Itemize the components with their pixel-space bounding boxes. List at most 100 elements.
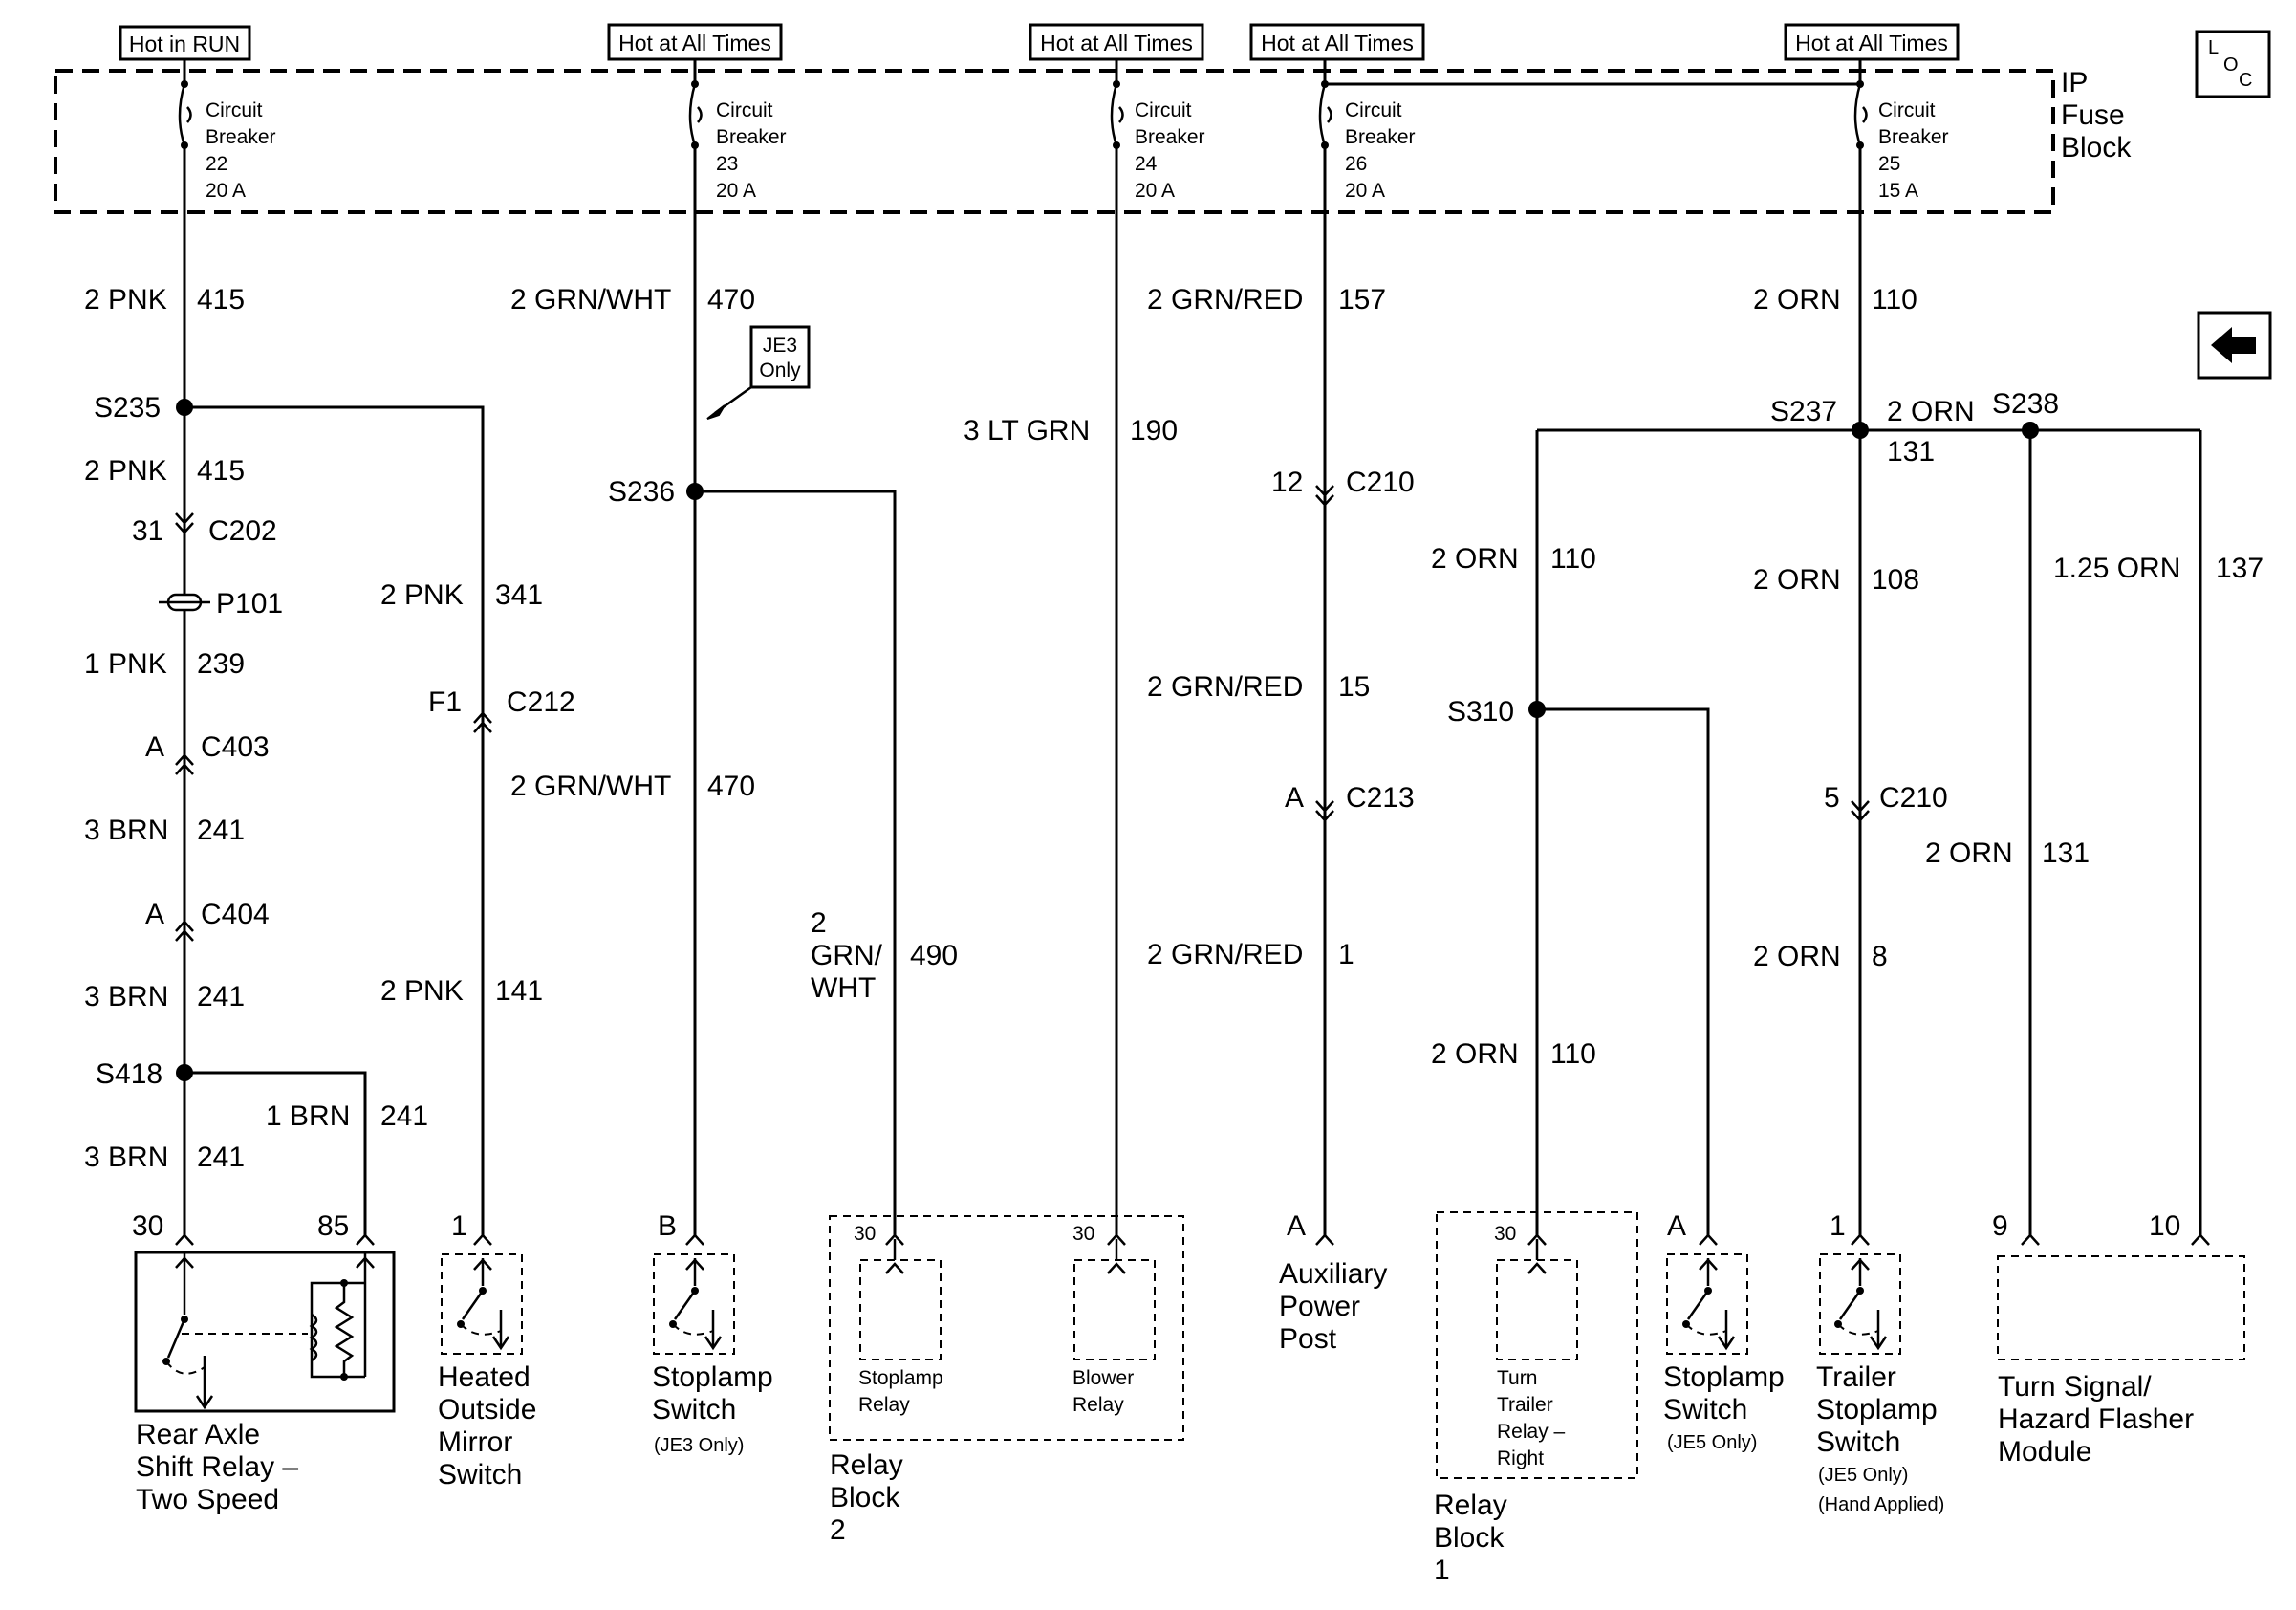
circuit-number-label: 157 bbox=[1338, 284, 1386, 315]
wire-color-label: 1 PNK bbox=[84, 648, 167, 680]
circuit-number-label: 131 bbox=[2042, 838, 2090, 869]
component-label: Shift Relay – bbox=[136, 1451, 298, 1483]
wire-color-label: 3 LT GRN bbox=[964, 415, 1090, 446]
connector-label: C210 bbox=[1346, 467, 1415, 498]
pin-label: 85 bbox=[317, 1210, 349, 1242]
breaker-label: Breaker bbox=[716, 126, 787, 148]
circuit-number-label: 470 bbox=[707, 284, 755, 315]
breaker-label: Breaker bbox=[1345, 126, 1416, 148]
wire-color-label: 2 GRN/WHT bbox=[510, 284, 671, 315]
circuit-number-label: 137 bbox=[2216, 553, 2264, 584]
component-label: Turn bbox=[1497, 1367, 1537, 1389]
circuit-breaker-25: Circuit Breaker 25 15 A bbox=[1853, 59, 1949, 202]
circuit-number-label: 8 bbox=[1872, 941, 1888, 972]
connector-label: C403 bbox=[201, 731, 270, 763]
wire-color-label: WHT bbox=[811, 972, 876, 1004]
component-label: (Hand Applied) bbox=[1818, 1494, 1944, 1515]
component-label: Switch bbox=[1663, 1394, 1747, 1425]
note-text: JE3 bbox=[763, 335, 797, 357]
power-label-hot-all-times-2: Hot at All Times bbox=[1029, 23, 1204, 61]
circuit-number-label: 239 bbox=[197, 648, 245, 680]
circuit-number-label: 241 bbox=[197, 981, 245, 1012]
fuse-block-label: Fuse bbox=[2061, 99, 2125, 131]
connector-label: C404 bbox=[201, 899, 270, 930]
loc-letter: O bbox=[2223, 54, 2239, 76]
rear-axle-shift-relay bbox=[134, 1251, 396, 1413]
breaker-number: 26 bbox=[1345, 153, 1367, 175]
p101-pass-through bbox=[159, 593, 210, 612]
component-label: Stoplamp bbox=[858, 1367, 943, 1389]
breaker-label: Circuit bbox=[1878, 99, 1936, 121]
wire-490 bbox=[695, 490, 897, 1235]
component-label: Trailer bbox=[1816, 1361, 1896, 1393]
wire-color-label: 2 ORN bbox=[1925, 838, 2013, 869]
wire-color-label: 2 PNK bbox=[380, 579, 464, 611]
wire-241-branch bbox=[184, 1071, 367, 1235]
breaker-amps: 15 A bbox=[1878, 180, 1918, 202]
pin-label: A bbox=[1287, 1210, 1306, 1242]
note-text: Only bbox=[759, 359, 801, 381]
connector-pin-label: F1 bbox=[428, 686, 462, 718]
splice-s237 bbox=[1852, 422, 1869, 439]
breaker-label: Breaker bbox=[1878, 126, 1949, 148]
circuit-number-label: 241 bbox=[197, 1142, 245, 1173]
wire-341 bbox=[184, 405, 485, 1235]
circuit-number-label: 110 bbox=[1550, 1038, 1596, 1070]
component-label: Turn Signal/ bbox=[1998, 1371, 2152, 1403]
wire-color-label: 2 ORN bbox=[1431, 1038, 1519, 1070]
relay-block-2: 30 30 Stoplamp Relay Blower Relay bbox=[829, 1215, 1184, 1441]
trailer-stoplamp-switch bbox=[1819, 1253, 1901, 1355]
wire-stoplamp-je5 bbox=[1537, 707, 1710, 1235]
power-label-text: Hot at All Times bbox=[618, 31, 771, 55]
wire-color-label: 2 ORN bbox=[1887, 396, 1975, 427]
connector-label: C202 bbox=[208, 515, 277, 547]
component-label: Relay bbox=[858, 1394, 910, 1416]
blower-relay bbox=[1073, 1259, 1156, 1360]
pin-label: B bbox=[658, 1210, 677, 1242]
pin-label: 1 bbox=[451, 1210, 467, 1242]
circuit-number-label: 110 bbox=[1872, 284, 1917, 315]
connector-label: C213 bbox=[1346, 782, 1415, 814]
connector-pin-label: A bbox=[145, 899, 164, 930]
component-label: Two Speed bbox=[136, 1484, 279, 1515]
component-label: Switch bbox=[1816, 1426, 1900, 1458]
wire-color-label: 3 BRN bbox=[84, 981, 168, 1012]
wire-color-label: GRN/ bbox=[811, 940, 883, 971]
turn-trailer-relay-right bbox=[1496, 1259, 1578, 1360]
wire-color-label: 2 PNK bbox=[380, 975, 464, 1007]
connector-label: P101 bbox=[216, 588, 283, 620]
component-label: Stoplamp bbox=[1663, 1361, 1785, 1393]
breaker-number: 24 bbox=[1135, 153, 1158, 175]
circuit-number-label: 131 bbox=[1887, 436, 1935, 468]
circuit-number-label: 341 bbox=[495, 579, 543, 611]
connector-pin-label: 31 bbox=[132, 515, 163, 547]
splice-label: S238 bbox=[1992, 388, 2059, 420]
left-arrow-icon[interactable] bbox=[2197, 311, 2272, 380]
wire-color-label: 1 BRN bbox=[266, 1100, 350, 1132]
wire-color-label: 1.25 ORN bbox=[2053, 553, 2180, 584]
circuit-breaker-22: Circuit Breaker 22 20 A bbox=[178, 59, 276, 202]
circuit-number-label: 190 bbox=[1130, 415, 1178, 446]
heated-mirror-switch bbox=[441, 1253, 523, 1355]
component-label: Switch bbox=[438, 1459, 522, 1490]
breaker-number: 25 bbox=[1878, 153, 1900, 175]
wire-color-label: 2 GRN/RED bbox=[1147, 939, 1303, 970]
splice-label: S237 bbox=[1770, 396, 1837, 427]
component-label: (JE5 Only) bbox=[1818, 1465, 1908, 1486]
component-label: 2 bbox=[830, 1514, 846, 1546]
component-label: Outside bbox=[438, 1394, 536, 1425]
wire-color-label: 2 PNK bbox=[84, 455, 167, 487]
circuit-number-label: 415 bbox=[197, 455, 245, 487]
location-icon[interactable]: L O C bbox=[2195, 30, 2271, 98]
wire-color-label: 2 ORN bbox=[1431, 543, 1519, 575]
circuit-number-label: 15 bbox=[1338, 671, 1370, 703]
component-label: 1 bbox=[1434, 1555, 1450, 1586]
circuit-number-label: 110 bbox=[1550, 543, 1596, 575]
component-label: Block bbox=[1434, 1522, 1505, 1554]
pin-label: 1 bbox=[1830, 1210, 1846, 1242]
splice-label: S310 bbox=[1447, 696, 1514, 728]
wire-color-label: 2 ORN bbox=[1753, 941, 1841, 972]
circuit-breaker-26: Circuit Breaker 26 20 A bbox=[1318, 59, 1860, 202]
component-label: Relay bbox=[1434, 1490, 1507, 1521]
fuse-block-label: Block bbox=[2061, 132, 2132, 163]
